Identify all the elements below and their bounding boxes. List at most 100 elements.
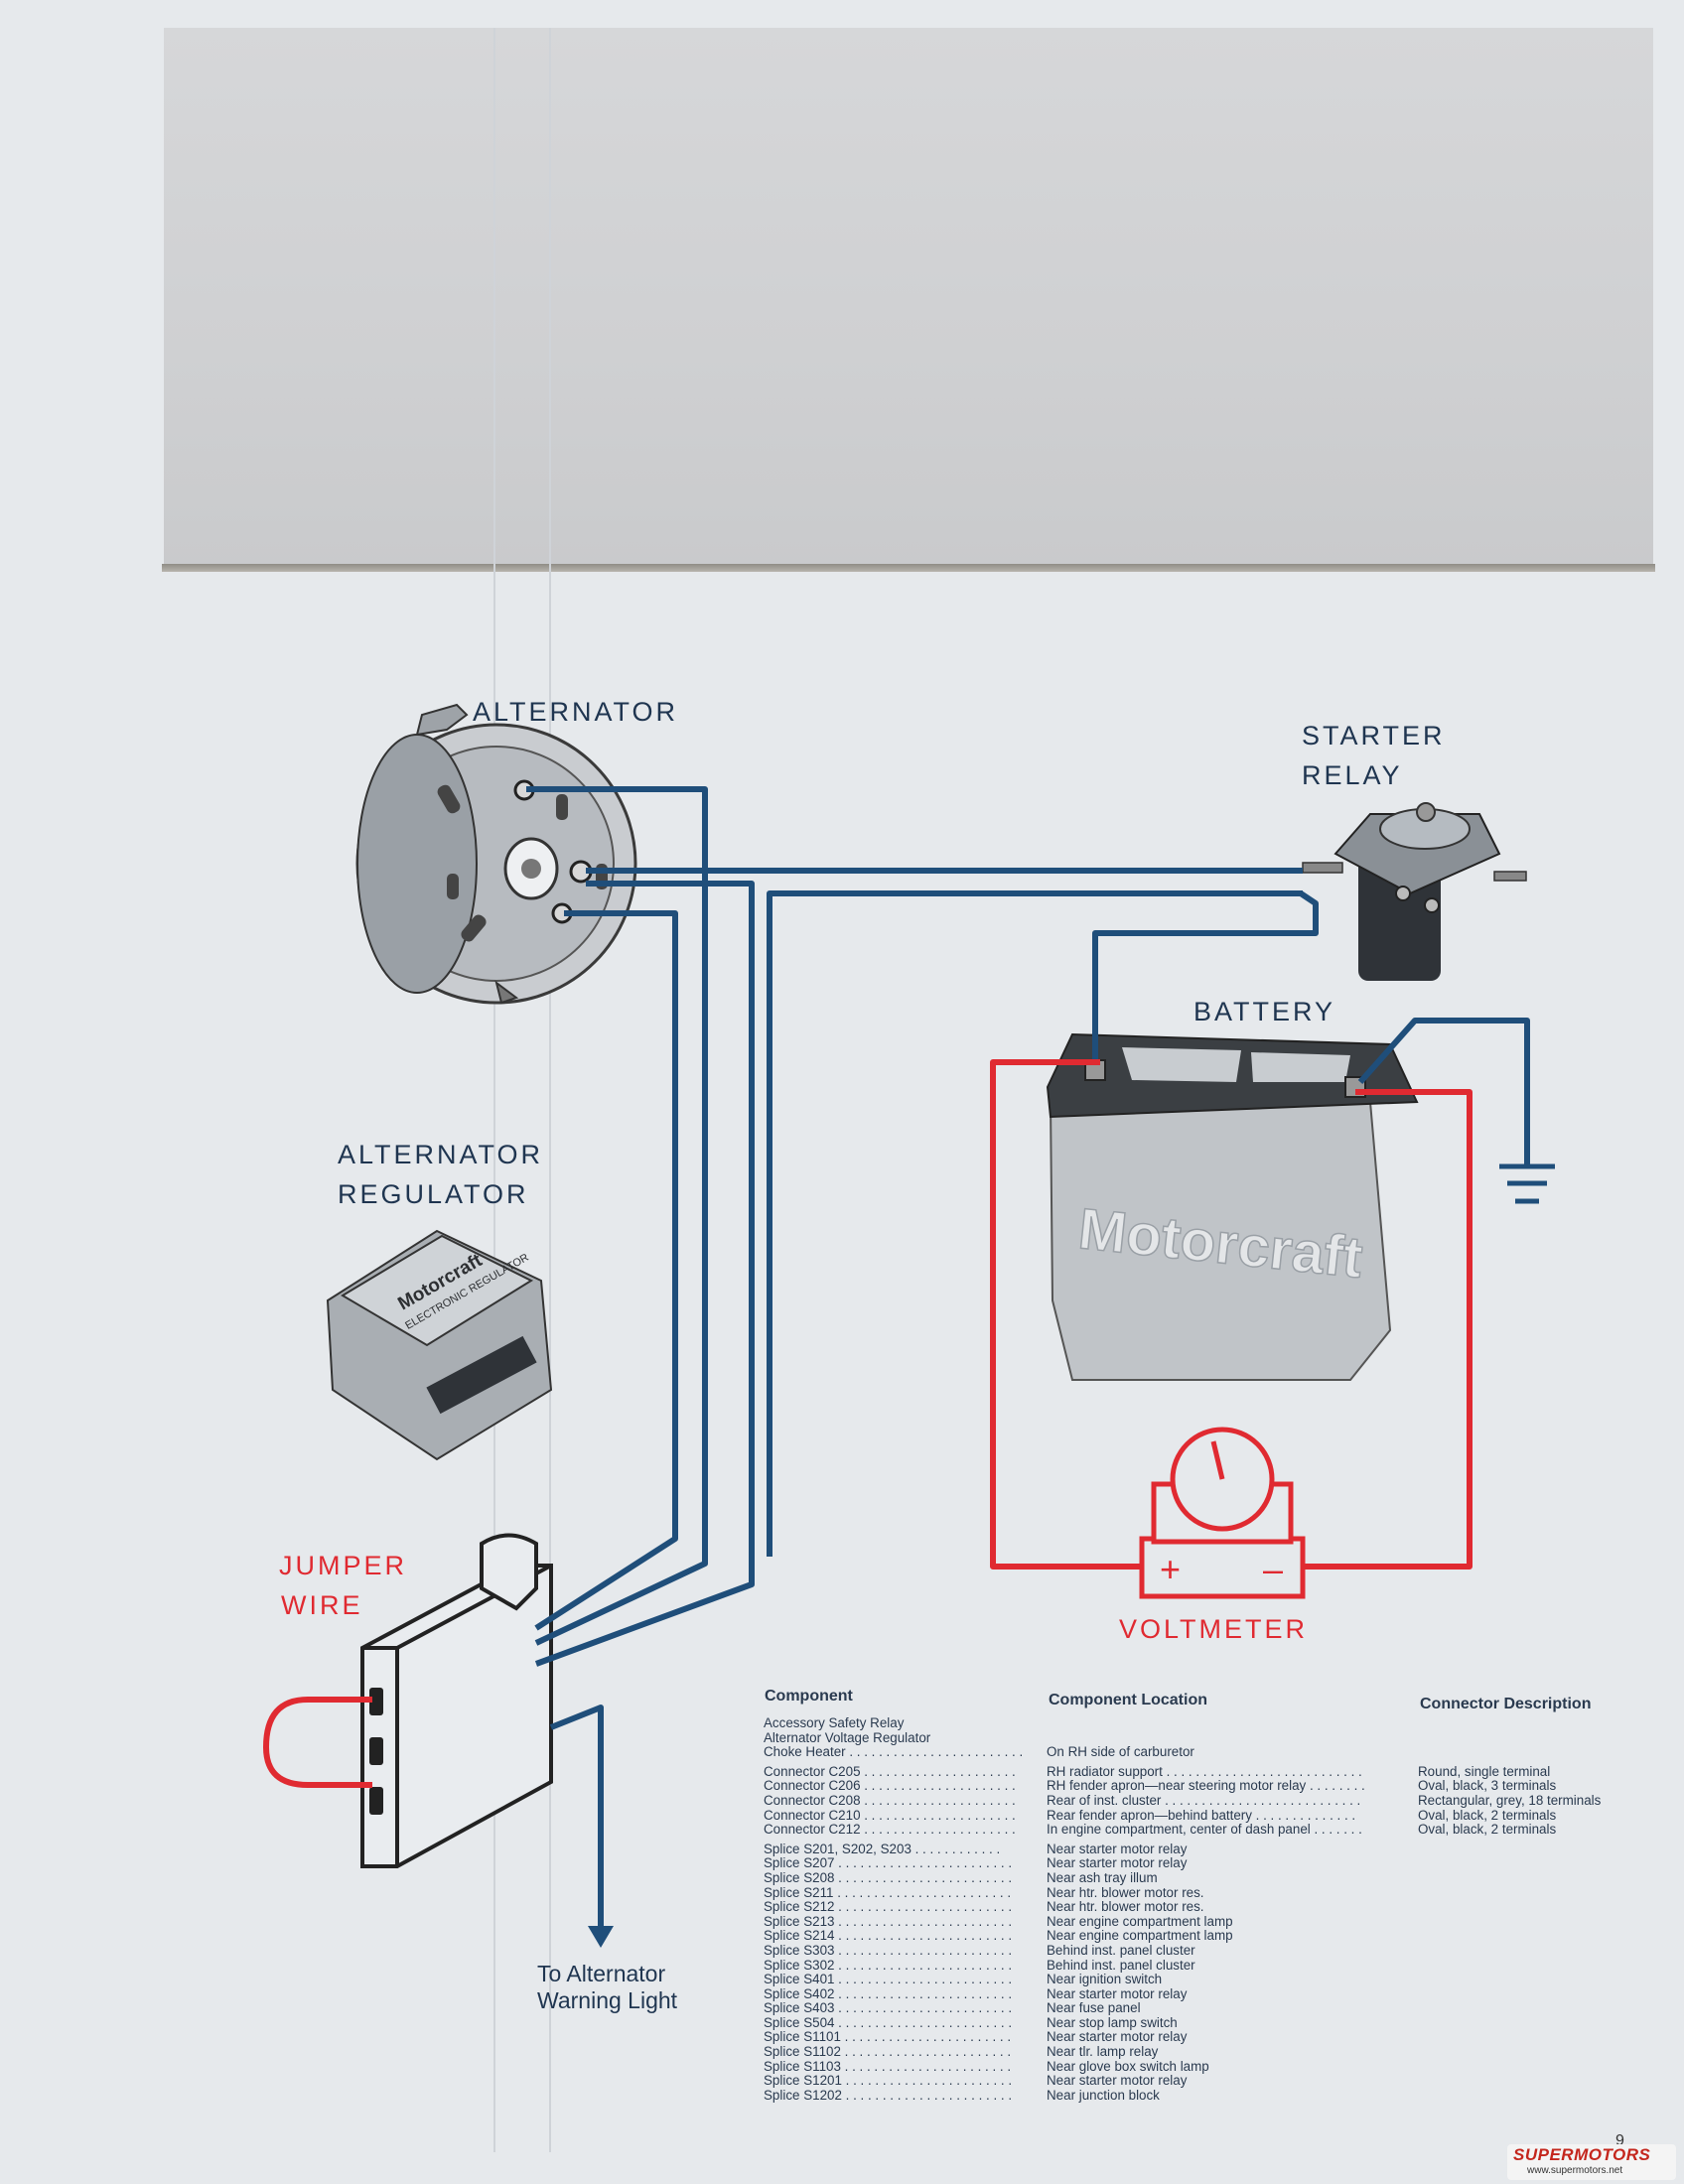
table-cell-location: Near fuse panel: [1047, 2000, 1141, 2016]
table-cell-component: Splice S302 . . . . . . . . . . . . . . …: [764, 1957, 1013, 1973]
table-cell-location: Near tlr. lamp relay: [1047, 2044, 1159, 2060]
battery-label: BATTERY: [1193, 997, 1336, 1026]
table-header-connector: Connector Description: [1420, 1696, 1592, 1712]
regulator-label: REGULATOR: [338, 1179, 529, 1209]
table-cell-component: Splice S401 . . . . . . . . . . . . . . …: [764, 1972, 1013, 1987]
table-cell-connector: [1418, 1745, 1601, 1760]
table-cell-component: Splice S211 . . . . . . . . . . . . . . …: [764, 1884, 1012, 1900]
table-cell-component: Splice S403 . . . . . . . . . . . . . . …: [764, 2000, 1013, 2016]
table-cell-location: Near starter motor relay: [1047, 2073, 1188, 2089]
table-cell-location: Near ash tray illum: [1047, 1869, 1158, 1885]
page-fold-line: [549, 28, 551, 2152]
table-cell-location: RH fender apron—near steering motor rela…: [1047, 1778, 1365, 1794]
voltmeter-minus-sign: –: [1263, 1549, 1284, 1589]
table-cell-component: Splice S303 . . . . . . . . . . . . . . …: [764, 1942, 1013, 1958]
table-cell-component: Splice S214 . . . . . . . . . . . . . . …: [764, 1928, 1013, 1944]
table-cell-connector: [1418, 1716, 1601, 1731]
table-cell-component: Splice S1202 . . . . . . . . . . . . . .…: [764, 2087, 1013, 2103]
table-cell-component: Connector C212 . . . . . . . . . . . . .…: [764, 1822, 1016, 1838]
table-cell-component: Splice S402 . . . . . . . . . . . . . . …: [764, 1985, 1013, 2001]
table-cell-component: Splice S1102 . . . . . . . . . . . . . .…: [764, 2044, 1012, 2060]
table-cell-location: Near htr. blower motor res.: [1047, 1899, 1204, 1915]
table-cell-component: Accessory Safety Relay: [764, 1715, 905, 1730]
table-cell-location: In engine compartment, center of dash pa…: [1047, 1822, 1362, 1838]
table-cell-location: Near htr. blower motor res.: [1047, 1884, 1204, 1900]
table-cell-location: On RH side of carburetor: [1047, 1744, 1194, 1760]
blue-wires: [526, 786, 1530, 1930]
table-cell-component: Alternator Voltage Regulator: [764, 1729, 931, 1745]
table-cell-location: RH radiator support . . . . . . . . . . …: [1047, 1763, 1362, 1779]
arrow-down-icon: [588, 1926, 614, 1948]
table-header-component: Component: [765, 1688, 853, 1705]
table-cell-connector: Oval, black, 3 terminals: [1418, 1778, 1557, 1794]
jumper-wire-label: WIRE: [281, 1590, 363, 1620]
table-cell-component: Connector C205 . . . . . . . . . . . . .…: [764, 1763, 1016, 1779]
table-cell-connector: Oval, black, 2 terminals: [1418, 1807, 1557, 1823]
voltmeter-label: VOLTMETER: [1119, 1614, 1309, 1644]
table-header-location: Component Location: [1049, 1692, 1207, 1708]
table-cell-connector: Round, single terminal: [1418, 1763, 1551, 1779]
table-cell-component: Splice S1103 . . . . . . . . . . . . . .…: [764, 2058, 1012, 2074]
table-cell-component: Connector C210 . . . . . . . . . . . . .…: [764, 1807, 1016, 1823]
table-cell-location: [1047, 1731, 1365, 1746]
page-fold-line: [493, 28, 495, 2152]
table-cell-component: Splice S1201 . . . . . . . . . . . . . .…: [764, 2073, 1013, 2089]
table-cell-component: Splice S504 . . . . . . . . . . . . . . …: [764, 2014, 1013, 2030]
table-cell-component: Choke Heater . . . . . . . . . . . . . .…: [764, 1744, 1024, 1760]
table-cell-location: Near ignition switch: [1047, 1972, 1163, 1987]
wire-relay-to-battery: [1092, 890, 1319, 1064]
table-cell-location: Near junction block: [1047, 2087, 1160, 2103]
regulator-icon: Motorcraft ELECTRONIC REGULATOR: [326, 1229, 553, 1461]
table-cell-location: Behind inst. panel cluster: [1047, 1942, 1195, 1958]
wire-alternator-mid: [534, 881, 755, 1667]
watermark-url: www.supermotors.net: [1527, 2165, 1623, 2176]
table-cell-location: Near glove box switch lamp: [1047, 2058, 1209, 2074]
alternator-label: ALTERNATOR: [473, 697, 679, 727]
table-cell-location: Rear of inst. cluster . . . . . . . . . …: [1047, 1792, 1361, 1808]
table-cell-connector: Rectangular, grey, 18 terminals: [1418, 1792, 1602, 1808]
table-cell-location: Near starter motor relay: [1047, 2029, 1188, 2045]
warning-light-label: Warning Light: [537, 1987, 678, 2013]
wire-warning-light: [549, 1705, 604, 1930]
watermark-logo: SUPERMOTORS www.supermotors.net: [1507, 2144, 1676, 2180]
wire-plug-to-relay: [767, 890, 1303, 1557]
table-cell-location: Rear fender apron—behind battery . . . .…: [1047, 1807, 1356, 1823]
starter-relay-label: RELAY: [1302, 760, 1403, 790]
watermark-brand: SUPERMOTORS: [1513, 2145, 1651, 2164]
starter-relay-label: STARTER: [1302, 721, 1446, 751]
table-cell-component: Splice S212 . . . . . . . . . . . . . . …: [764, 1899, 1013, 1915]
table-cell-component: Splice S1101 . . . . . . . . . . . . . .…: [764, 2029, 1012, 2045]
table-cell-location: [1047, 1716, 1365, 1731]
panel-bottom-edge: [162, 564, 1655, 572]
connector-plug-icon: [360, 1533, 553, 1868]
voltmeter-plus-sign: +: [1160, 1549, 1182, 1589]
wire-voltmeter-positive: [990, 1059, 1142, 1570]
table-cell-component: Splice S213 . . . . . . . . . . . . . . …: [764, 1913, 1013, 1929]
voltmeter-icon: [1139, 1427, 1306, 1599]
table-cell-location: Behind inst. panel cluster: [1047, 1957, 1195, 1973]
battery-icon: Motorcraft: [1046, 1032, 1419, 1381]
table-cell-component: Splice S207 . . . . . . . . . . . . . . …: [764, 1855, 1013, 1871]
red-wires: [263, 1059, 1473, 1788]
ground-icon: [1499, 1163, 1555, 1204]
table-cell-connector: [1418, 1731, 1601, 1746]
warning-light-label: To Alternator: [537, 1961, 666, 1986]
jumper-wire: [263, 1697, 372, 1788]
alternator-icon: [355, 703, 637, 1005]
table-cell-location: Near starter motor relay: [1047, 1985, 1188, 2001]
table-cell-location: Near starter motor relay: [1047, 1855, 1188, 1871]
regulator-label: ALTERNATOR: [338, 1140, 544, 1169]
table-cell-component: Connector C208 . . . . . . . . . . . . .…: [764, 1792, 1016, 1808]
table-cell-location: Near starter motor relay: [1047, 1841, 1188, 1856]
jumper-wire-label: JUMPER: [279, 1551, 408, 1580]
table-cell-component: Splice S201, S202, S203 . . . . . . . . …: [764, 1841, 1001, 1856]
starter-relay-icon: [1302, 802, 1527, 981]
table-cell-component: Splice S208 . . . . . . . . . . . . . . …: [764, 1869, 1013, 1885]
location-column: On RH side of carburetor RH radiator supp…: [1047, 1716, 1365, 2103]
table-cell-component: Connector C206 . . . . . . . . . . . . .…: [764, 1778, 1016, 1794]
page-number: 9: [1615, 2132, 1624, 2149]
